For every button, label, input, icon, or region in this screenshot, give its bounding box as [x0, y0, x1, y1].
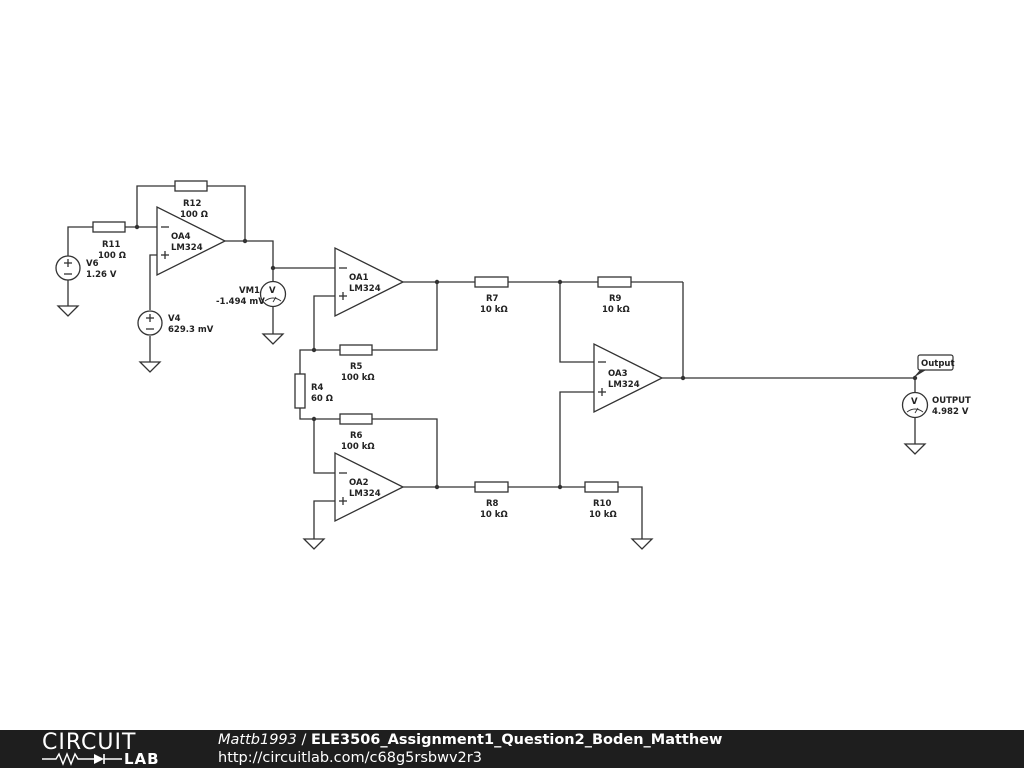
r12-name: R12 — [183, 199, 201, 209]
vm1-symbol: V — [269, 286, 276, 296]
opamp-oa3[interactable]: OA3 LM324 — [593, 342, 664, 414]
r10-name: R10 — [593, 499, 611, 509]
project-url[interactable]: http://circuitlab.com/c68g5rsbwv2r3 — [218, 750, 482, 766]
net-label-output[interactable]: Output — [913, 354, 955, 378]
oa3-model: LM324 — [608, 380, 640, 390]
resistor-r12[interactable]: R12 100 Ω — [174, 180, 208, 220]
resistor-r4[interactable]: R4 60 Ω — [294, 373, 333, 409]
logo-wave-icon — [42, 752, 122, 766]
project-title[interactable]: ELE3506_Assignment1_Question2_Boden_Matt… — [310, 732, 723, 748]
resistor-r6[interactable]: R6 100 kΩ — [339, 413, 375, 452]
r8-name: R8 — [486, 499, 499, 509]
r7-value: 10 kΩ — [480, 305, 508, 315]
oa4-model: LM324 — [171, 243, 203, 253]
ground-icon — [56, 305, 80, 317]
r12-value: 100 Ω — [180, 210, 208, 220]
voltage-source-v6[interactable]: V6 1.26 V — [55, 255, 117, 281]
ground-icon — [261, 333, 285, 345]
opamp-oa4[interactable]: OA4 LM324 — [156, 205, 227, 277]
r11-name: R11 — [102, 240, 120, 250]
r4-name: R4 — [311, 383, 324, 393]
circuitlab-logo[interactable]: CIRCUIT LAB — [42, 732, 182, 768]
oa2-name: OA2 — [349, 478, 369, 488]
resistor-r10[interactable]: R10 10 kΩ — [584, 481, 619, 520]
junction-dots — [134, 224, 918, 490]
output-meter-symbol: V — [911, 397, 918, 407]
oa1-model: LM324 — [349, 284, 381, 294]
voltmeter-output[interactable]: V OUTPUT 4.982 V — [901, 391, 972, 419]
r7-name: R7 — [486, 294, 499, 304]
voltage-source-v4[interactable]: V4 629.3 mV — [137, 310, 214, 336]
v6-name: V6 — [86, 259, 99, 269]
logo-text-bottom: LAB — [124, 750, 160, 768]
resistor-r7[interactable]: R7 10 kΩ — [474, 276, 509, 315]
r5-value: 100 kΩ — [341, 373, 375, 383]
resistor-r5[interactable]: R5 100 kΩ — [339, 344, 375, 383]
r8-value: 10 kΩ — [480, 510, 508, 520]
resistor-r11[interactable]: R11 100 Ω — [92, 221, 126, 261]
logo-text-top: CIRCUIT — [42, 730, 137, 755]
resistor-r8[interactable]: R8 10 kΩ — [474, 481, 509, 520]
resistor-r9[interactable]: R9 10 kΩ — [597, 276, 632, 315]
r10-value: 10 kΩ — [589, 510, 617, 520]
ground-icon — [630, 538, 654, 550]
r11-value: 100 Ω — [98, 251, 126, 261]
circuit-schematic: R12 100 Ω R11 100 Ω R7 10 kΩ R9 10 kΩ R5… — [55, 180, 972, 550]
ground-icon — [138, 361, 162, 373]
output-meter-name: OUTPUT — [932, 396, 971, 406]
voltmeter-vm1[interactable]: V VM1 -1.494 mV — [216, 280, 287, 308]
vm1-value: -1.494 mV — [216, 297, 265, 307]
v4-name: V4 — [168, 314, 181, 324]
oa3-name: OA3 — [608, 369, 628, 379]
r6-value: 100 kΩ — [341, 442, 375, 452]
ground-icon — [302, 538, 326, 550]
opamp-oa1[interactable]: OA1 LM324 — [334, 246, 405, 318]
project-title-line: Mattb1993 / ELE3506_Assignment1_Question… — [218, 731, 722, 749]
r5-name: R5 — [350, 362, 363, 372]
ground-icon — [903, 443, 927, 455]
footer-bar — [0, 730, 1024, 768]
v6-value: 1.26 V — [86, 270, 117, 280]
oa2-model: LM324 — [349, 489, 381, 499]
r9-name: R9 — [609, 294, 622, 304]
v4-value: 629.3 mV — [168, 325, 214, 335]
oa4-name: OA4 — [171, 232, 191, 242]
r4-value: 60 Ω — [311, 394, 333, 404]
opamp-oa2[interactable]: OA2 LM324 — [334, 451, 405, 523]
net-label-text: Output — [921, 359, 955, 369]
r6-name: R6 — [350, 431, 363, 441]
ground-symbols — [56, 305, 927, 550]
oa1-name: OA1 — [349, 273, 369, 283]
title-separator: / — [296, 732, 311, 748]
r9-value: 10 kΩ — [602, 305, 630, 315]
author-link[interactable]: Mattb1993 — [218, 732, 297, 748]
output-meter-value: 4.982 V — [932, 407, 969, 417]
vm1-name: VM1 — [239, 286, 260, 296]
